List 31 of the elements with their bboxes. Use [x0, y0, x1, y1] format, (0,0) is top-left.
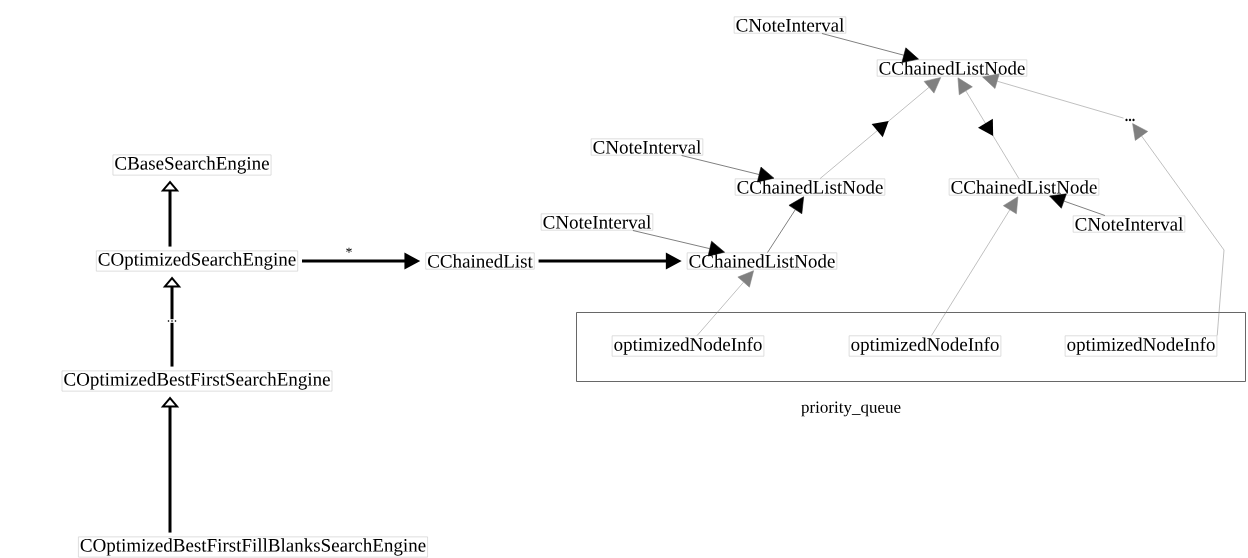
arrow — [632, 230, 725, 257]
arrow — [821, 33, 919, 63]
class-box: CChainedListNode — [948, 178, 1100, 196]
arrow — [1049, 193, 1106, 216]
arrow — [681, 155, 775, 183]
edge-label: * — [346, 247, 352, 253]
arrow — [696, 270, 754, 336]
arrow — [957, 77, 1020, 179]
class-box: CNoteInterval — [1072, 215, 1186, 233]
class-box: COptimizedBestFirstFillBlanksSearchEngine — [78, 536, 428, 558]
class-box: CBaseSearchEngine — [112, 154, 272, 176]
class-box: COptimizedSearchEngine — [96, 250, 298, 272]
arrow — [819, 77, 941, 179]
class-box: CChainedList — [425, 252, 535, 270]
arrow — [767, 196, 804, 253]
edge-label: ... — [165, 319, 179, 323]
arrow — [931, 196, 1019, 336]
class-box: optimizedNodeInfo — [848, 335, 1002, 357]
class-box: optimizedNodeInfo — [1064, 335, 1218, 357]
ellipsis-text: ... — [1125, 118, 1135, 122]
class-box: CNoteInterval — [590, 138, 704, 156]
container-label: priority_queue — [801, 401, 901, 417]
class-box: optimizedNodeInfo — [611, 335, 765, 357]
class-box: CChainedListNode — [734, 178, 886, 196]
class-box: COptimizedBestFirstSearchEngine — [61, 370, 333, 392]
class-box: CChainedListNode — [686, 252, 838, 270]
class-box: CNoteInterval — [540, 213, 654, 231]
class-box: CChainedListNode — [876, 59, 1028, 77]
class-box: CNoteInterval — [733, 16, 847, 34]
arrow — [1132, 123, 1225, 336]
arrow — [982, 73, 1124, 119]
